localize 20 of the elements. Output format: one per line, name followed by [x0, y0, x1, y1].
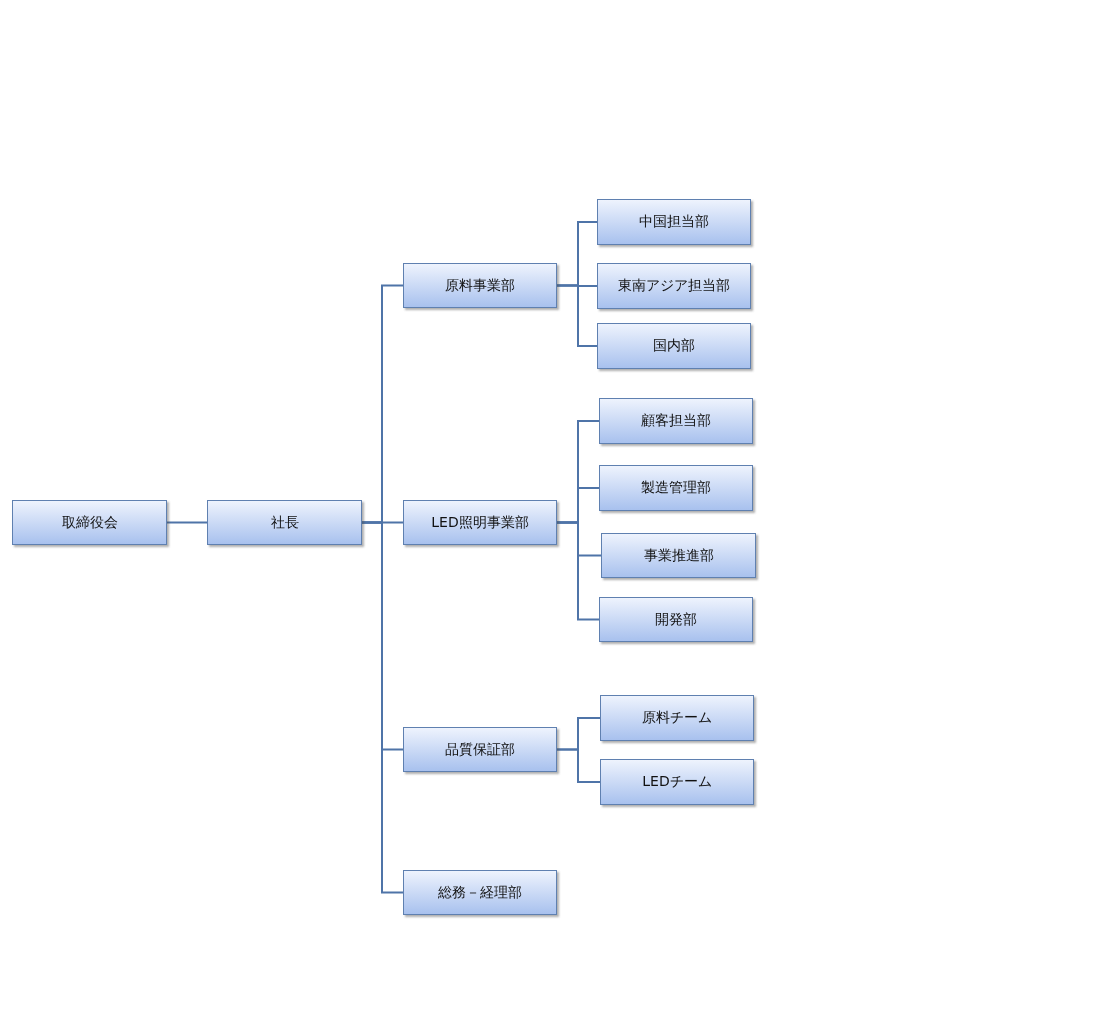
- connector-line: [556, 521, 600, 621]
- department-box: 原料事業部: [403, 263, 557, 308]
- department-box: 原料チーム: [600, 695, 754, 741]
- department-box: 取締役会: [12, 500, 167, 545]
- department-box: LEDチーム: [600, 759, 754, 805]
- connector-line: [166, 521, 208, 524]
- department-box: 製造管理部: [599, 465, 753, 511]
- connector-line: [556, 284, 598, 347]
- department-box: 事業推進部: [601, 533, 756, 578]
- department-box: 東南アジア担当部: [597, 263, 751, 309]
- department-box: 中国担当部: [597, 199, 751, 245]
- department-box: 顧客担当部: [599, 398, 753, 444]
- connector-line: [556, 748, 601, 783]
- department-box: 社長: [207, 500, 362, 545]
- department-box: LED照明事業部: [403, 500, 557, 545]
- department-box: 総務－経理部: [403, 870, 557, 915]
- department-box: 国内部: [597, 323, 751, 369]
- connector-line: [361, 521, 404, 894]
- department-box: 開発部: [599, 597, 753, 642]
- department-box: 品質保証部: [403, 727, 557, 772]
